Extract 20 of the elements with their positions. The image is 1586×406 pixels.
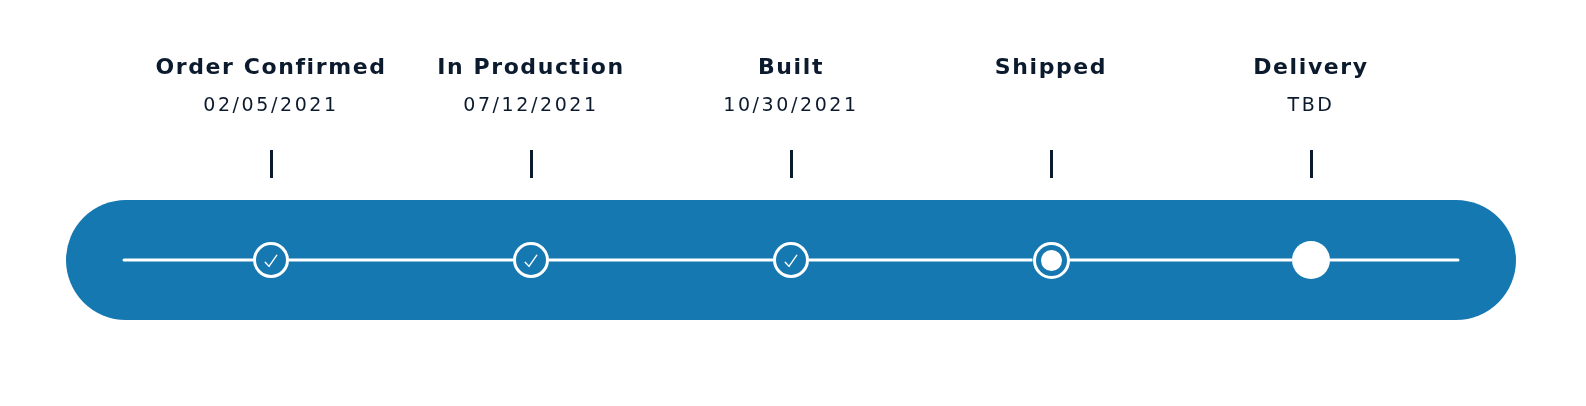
connector-line [122,258,255,262]
connector-line [289,258,513,262]
milestone-date: TBD [1287,92,1335,117]
connector-line [549,258,773,262]
connector-line [809,258,1033,262]
milestone-date: 02/05/2021 [203,92,339,117]
step-circle [513,242,549,278]
step-circle [1032,241,1070,279]
milestone-date: 10/30/2021 [723,92,859,117]
milestone-title: In Production [437,53,625,81]
milestone-title: Built [758,53,824,81]
connector-line [1069,258,1292,262]
connector-line [1328,258,1460,262]
step-circle [773,242,809,278]
milestone-title: Shipped [994,53,1108,81]
milestone-title: Order Confirmed [155,53,387,81]
step-circle [1292,241,1330,279]
milestone-title: Delivery [1253,53,1369,81]
milestone-date: 07/12/2021 [463,92,599,117]
step-circle [253,242,289,278]
